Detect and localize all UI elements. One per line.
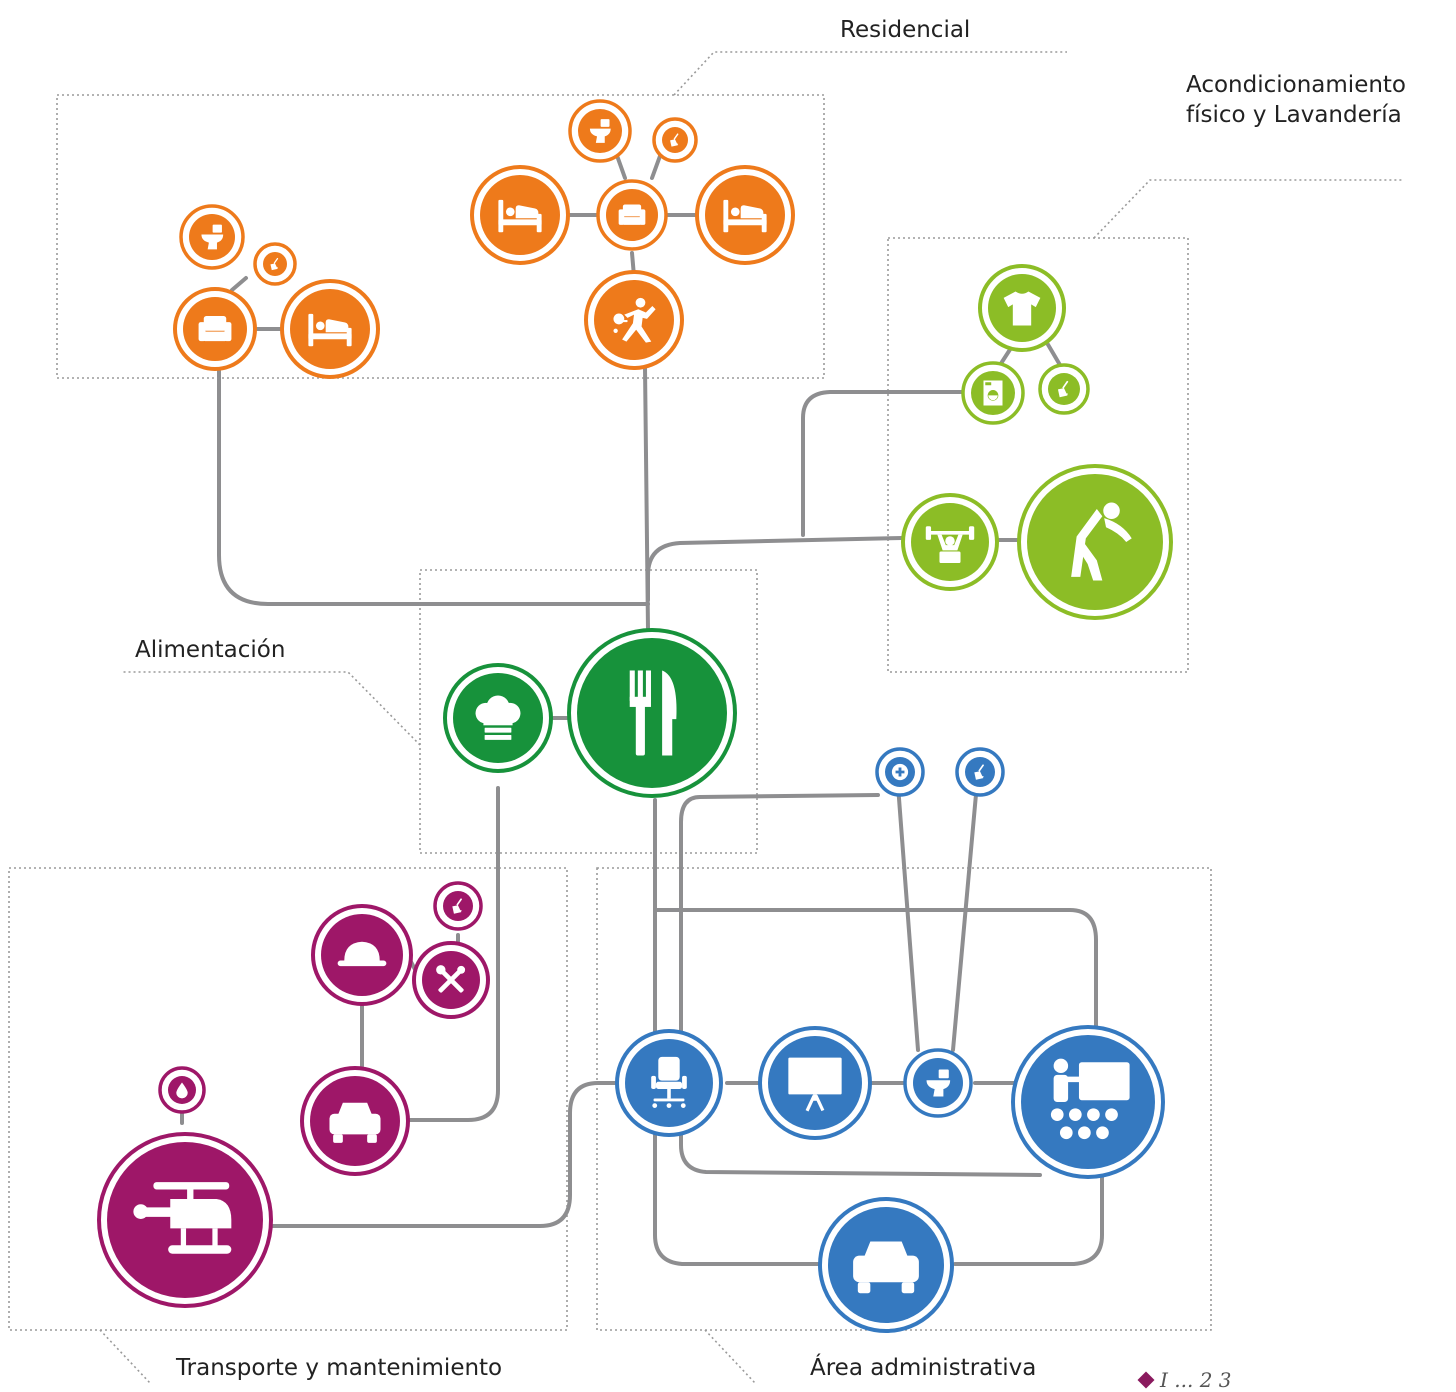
transporte-node — [311, 904, 413, 1006]
transporte-node — [433, 881, 483, 931]
administrativa-node-fill — [885, 757, 915, 787]
acondicionamiento-node — [1038, 363, 1090, 415]
administrativa-node-fill — [1021, 1035, 1155, 1169]
residencial-node — [568, 99, 632, 163]
acondicionamiento-node — [1017, 464, 1173, 620]
administrativa-node — [758, 1026, 872, 1140]
acondicionamiento-node-fill — [971, 371, 1015, 415]
residencial-node — [695, 165, 795, 265]
footer-partial-text: I ... 2 3 — [1160, 1368, 1232, 1392]
label-acondicionamiento: Acondicionamiento físico y Lavandería — [1186, 72, 1407, 128]
leader-transporte — [99, 1329, 151, 1383]
label-alimentacion: Alimentación — [135, 637, 285, 663]
administrativa-node — [615, 1029, 723, 1137]
acondicionamiento-node — [961, 361, 1025, 425]
transporte-node — [158, 1066, 206, 1114]
alimentacion-node-fill — [577, 638, 727, 788]
residencial-node — [179, 204, 245, 270]
administrativa-node — [903, 1048, 973, 1118]
transporte-node — [412, 941, 490, 1019]
acondicionamiento-node — [901, 493, 999, 591]
label-administrativa: Área administrativa — [810, 1353, 1036, 1381]
administrativa-node — [955, 747, 1005, 797]
transporte-node — [300, 1066, 410, 1176]
residencial-node — [652, 117, 698, 163]
residencial-node — [280, 279, 380, 379]
label-residencial: Residencial — [840, 17, 970, 43]
leader-alimentacion — [122, 671, 421, 746]
administrativa-node — [818, 1197, 954, 1333]
administrativa-node — [875, 747, 925, 797]
residencial-node — [584, 270, 684, 370]
acondicionamiento-node-fill — [1027, 474, 1163, 610]
administrativa-node — [1011, 1025, 1165, 1179]
zone-box-acondicionamiento — [887, 237, 1189, 673]
connectors — [180, 148, 1104, 1266]
leader-residencial — [673, 51, 1067, 96]
alimentacion-node — [443, 663, 553, 773]
residencial-node — [173, 287, 257, 371]
leader-acondicionamiento — [1093, 179, 1404, 239]
zone-box-transporte — [8, 867, 568, 1331]
residencial-node — [470, 165, 570, 265]
leader-administrativa — [704, 1329, 756, 1383]
transporte-node — [97, 1132, 273, 1308]
label-transporte: Transporte y mantenimiento — [175, 1355, 502, 1381]
acondicionamiento-node — [978, 264, 1066, 352]
residencial-node — [596, 179, 668, 251]
residencial-node — [253, 242, 297, 286]
alimentacion-node — [567, 628, 737, 798]
